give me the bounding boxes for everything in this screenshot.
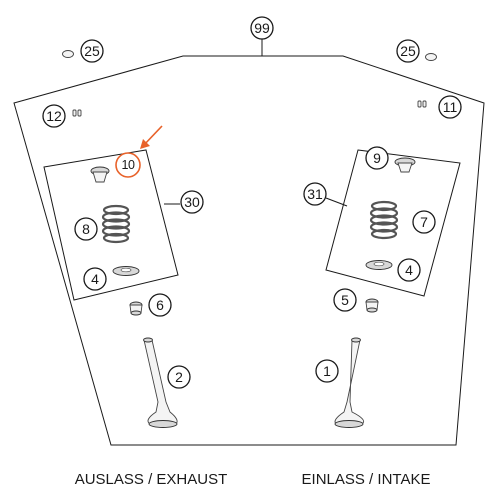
callout-31[interactable]: 31	[303, 182, 327, 206]
svg-text:8: 8	[82, 221, 90, 237]
callout-25-right[interactable]: 25	[396, 39, 420, 63]
callout-7[interactable]: 7	[412, 210, 436, 234]
part-exhaust-valve	[143, 337, 178, 428]
part-valve-seal-left	[129, 301, 143, 316]
svg-text:2: 2	[175, 369, 183, 385]
svg-text:7: 7	[420, 214, 428, 230]
svg-text:25: 25	[84, 43, 100, 59]
part-12	[72, 109, 82, 117]
svg-text:11: 11	[443, 99, 458, 115]
callout-10[interactable]: 10	[115, 152, 141, 178]
part-spring-left	[101, 204, 131, 244]
svg-text:4: 4	[91, 271, 99, 287]
part-spring-retainer-left	[90, 166, 110, 183]
svg-text:25: 25	[400, 43, 416, 59]
caption-exhaust: AUSLASS / EXHAUST	[75, 471, 228, 488]
intake-subkit-box	[325, 149, 461, 297]
svg-text:5: 5	[341, 292, 349, 308]
part-spring-right	[369, 200, 399, 240]
svg-text:10: 10	[122, 158, 135, 172]
callout-4-left[interactable]: 4	[83, 267, 107, 291]
callout-4-right[interactable]: 4	[397, 258, 421, 282]
callout-12[interactable]: 12	[42, 104, 66, 128]
svg-text:6: 6	[156, 297, 164, 313]
part-spring-retainer-right	[394, 157, 416, 173]
part-11	[417, 100, 427, 108]
part-intake-valve	[334, 337, 365, 428]
callout-30[interactable]: 30	[180, 190, 204, 214]
svg-text:99: 99	[254, 20, 270, 36]
part-25-right	[425, 53, 437, 61]
callout-5[interactable]: 5	[333, 288, 357, 312]
svg-text:9: 9	[373, 150, 381, 166]
svg-text:1: 1	[323, 363, 331, 379]
svg-text:30: 30	[184, 194, 200, 210]
leader-31	[325, 197, 348, 207]
svg-text:4: 4	[405, 262, 413, 278]
callout-11[interactable]: 11	[438, 95, 462, 119]
callout-99[interactable]: 99	[250, 16, 274, 40]
part-25-left	[62, 50, 74, 58]
callout-2[interactable]: 2	[167, 365, 191, 389]
part-spring-seat-right	[365, 260, 393, 270]
callout-9[interactable]: 9	[365, 146, 389, 170]
callout-1[interactable]: 1	[315, 359, 339, 383]
part-spring-seat-left	[112, 266, 140, 276]
callout-25-left[interactable]: 25	[80, 39, 104, 63]
callout-6[interactable]: 6	[148, 293, 172, 317]
caption-intake: EINLASS / INTAKE	[302, 471, 431, 488]
callout-8[interactable]: 8	[74, 217, 98, 241]
exhaust-subkit-box	[43, 149, 179, 301]
svg-text:12: 12	[46, 108, 62, 124]
kit-outline	[13, 55, 485, 446]
part-valve-seal-right	[365, 298, 379, 313]
highlight-arrow	[140, 125, 163, 149]
svg-text:31: 31	[307, 186, 323, 202]
